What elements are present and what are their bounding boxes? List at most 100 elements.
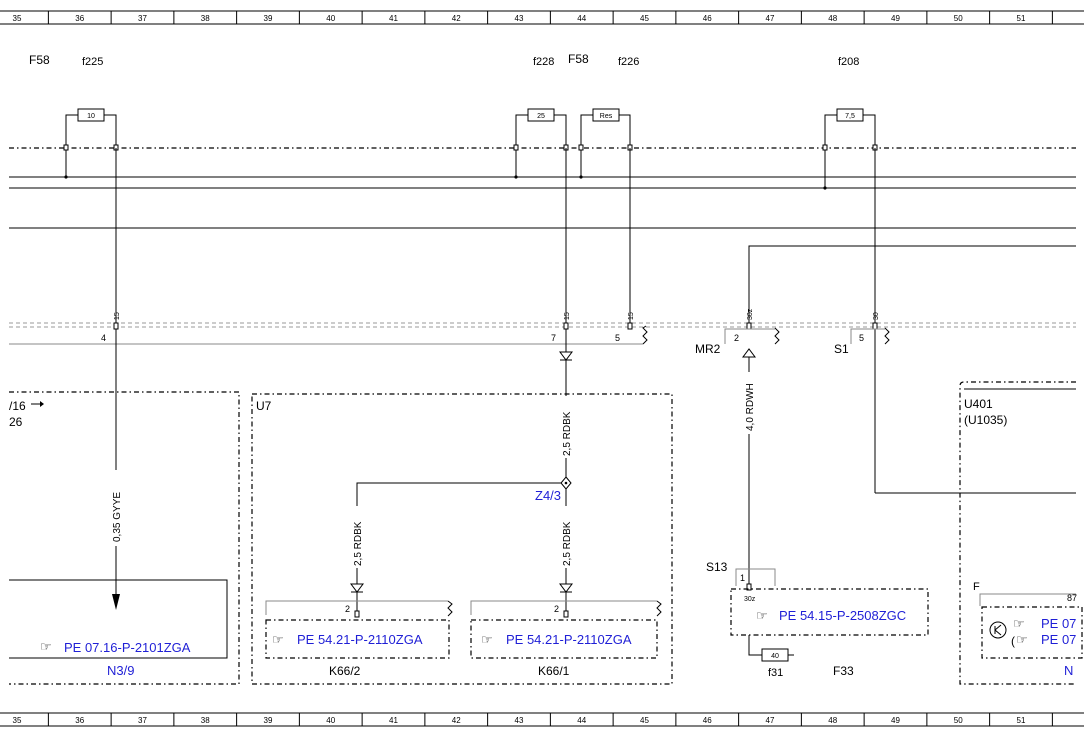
component-name-k66-2: K66/2 xyxy=(329,664,361,678)
doc-link-u401-a[interactable]: PE 07 xyxy=(1041,616,1076,631)
ruler-column-label: 50 xyxy=(954,14,963,23)
left-block-title-a: /16 xyxy=(9,399,26,413)
u401-subtitle: (U1035) xyxy=(964,413,1007,427)
transistor-icon xyxy=(989,621,1007,639)
ruler-column-label: 48 xyxy=(828,716,837,725)
doc-link-n3-9[interactable]: PE 07.16-P-2101ZGA xyxy=(64,640,191,655)
wire-label-u7-a: 2,5 RDBK xyxy=(353,521,364,566)
doc-link-s13[interactable]: PE 54.15-P-2508ZGC xyxy=(779,608,906,623)
ruler-column-label: 39 xyxy=(264,14,273,23)
ruler-column-label: 43 xyxy=(515,14,524,23)
ruler-column-label: 38 xyxy=(201,716,210,725)
pin-label-f228: 7 xyxy=(551,333,556,343)
component-k66-2[interactable]: 2 ☞ PE 54.21-P-2110ZGA K66/2 xyxy=(265,600,453,678)
ruler-column-label: 35 xyxy=(13,716,22,725)
component-s13[interactable]: S13 1 30z ☞ PE 54.15-P-2508ZGC 40 f31 F3… xyxy=(706,560,929,679)
u401-module-block[interactable]: U401 (U1035) F 87 ☞ PE 07 ( ☞ PE 07 N xyxy=(959,381,1083,685)
fuse-ref-f225: f225 xyxy=(82,56,103,68)
wire-mr2[interactable]: 30z 2 MR2 4,0 RDWH xyxy=(695,245,1076,588)
fuse-ref-f31: f31 xyxy=(768,667,783,679)
pin-label-mr2: 2 xyxy=(734,333,739,343)
module-name-n3-9: N3/9 xyxy=(107,663,134,678)
fuse-group-f33: F33 xyxy=(833,664,854,678)
ruler-column-label: 37 xyxy=(138,14,147,23)
component-name-k66-1: K66/1 xyxy=(538,664,570,678)
ruler-column-label: 37 xyxy=(138,716,147,725)
doc-link-k66-2[interactable]: PE 54.21-P-2110ZGA xyxy=(297,632,423,647)
pointing-hand-icon: ☞ xyxy=(40,639,52,654)
ruler-column-label: 49 xyxy=(891,716,900,725)
wire-f228-down[interactable]: 15 7 2,5 RDBK xyxy=(551,148,573,477)
ruler-column-label: 42 xyxy=(452,716,461,725)
fuse-rating-f228: 25 xyxy=(537,113,545,120)
pointing-hand-icon: ☞ xyxy=(272,632,284,647)
wire-f208-down[interactable]: 30 5 S1 xyxy=(834,148,1076,494)
u7-module-block[interactable]: U7 Z4/3 2,5 RDBK 2,5 RDBK xyxy=(251,393,673,685)
group-label-f58-mid: F58 xyxy=(568,52,589,66)
wire-label-mr2: 4,0 RDWH xyxy=(745,383,756,431)
pointing-hand-icon: ☞ xyxy=(756,608,768,623)
ruler-column-label: 47 xyxy=(766,716,775,725)
splice-label-z4-3: Z4/3 xyxy=(535,488,561,503)
left-block-title-b: 26 xyxy=(9,415,23,429)
pin-label-k66-2: 2 xyxy=(345,604,350,614)
ruler-column-label: 51 xyxy=(1017,14,1026,23)
u7-title: U7 xyxy=(256,399,272,413)
fuse-f225[interactable]: 10 xyxy=(63,108,119,179)
left-module-block[interactable]: /16 26 ☞ PE 07.16-P-2101ZGA N3/9 xyxy=(9,391,240,685)
ruler-column-label: 42 xyxy=(452,14,461,23)
ruler-column-label: 44 xyxy=(577,716,586,725)
fuse-f228[interactable]: 25 xyxy=(513,108,569,179)
ruler-column-label: 48 xyxy=(828,14,837,23)
fuse-rating-f226: Res xyxy=(600,113,613,120)
terminal-label-f208: 30 xyxy=(873,312,880,320)
fuse-f226[interactable]: Res xyxy=(578,108,633,179)
ruler-column-label: 51 xyxy=(1017,716,1026,725)
ruler-column-label: 35 xyxy=(13,14,22,23)
paren-glyph: ( xyxy=(1011,634,1015,648)
connector-label-mr2: MR2 xyxy=(695,342,721,356)
ruler-column-label: 45 xyxy=(640,716,649,725)
connector-label-s1: S1 xyxy=(834,342,849,356)
wire-label-f225: 0,35 GYYE xyxy=(112,492,123,542)
ruler-column-label: 46 xyxy=(703,14,712,23)
wire-f226-down[interactable]: 15 5 xyxy=(615,148,648,345)
fuse-ref-f228: f228 xyxy=(533,56,554,68)
terminal-label-mr2: 30z xyxy=(747,308,754,320)
pointing-hand-icon: ☞ xyxy=(481,632,493,647)
fuse-rating-f208: 7,5 xyxy=(845,113,855,120)
ruler-column-label: 39 xyxy=(264,716,273,725)
ruler-column-label: 44 xyxy=(577,14,586,23)
fuse-rating-f225: 10 xyxy=(87,113,95,120)
ruler-column-label: 36 xyxy=(75,14,84,23)
connector-label-s13: S13 xyxy=(706,560,728,574)
terminal-label-f226: 15 xyxy=(628,312,635,320)
ruler-column-label: 40 xyxy=(326,716,335,725)
pointing-hand-icon: ☞ xyxy=(1016,632,1028,647)
fuse-box-rail xyxy=(9,147,1076,229)
fuse-f208[interactable]: 7,5 xyxy=(822,108,878,190)
ruler-column-label: 41 xyxy=(389,14,398,23)
ruler-column-label: 38 xyxy=(201,14,210,23)
pin-label-k66-1: 2 xyxy=(554,604,559,614)
fuse-ref-f208: f208 xyxy=(838,56,859,68)
ruler-column-label: 40 xyxy=(326,14,335,23)
doc-link-u401-b[interactable]: PE 07 xyxy=(1041,632,1076,647)
ruler-column-label: 47 xyxy=(766,14,775,23)
doc-link-k66-1[interactable]: PE 54.21-P-2110ZGA xyxy=(506,632,632,647)
u401-connector-label: F xyxy=(973,581,980,593)
wire-f225-down[interactable]: 15 4 0,35 GYYE xyxy=(101,148,123,610)
ruler-column-label: 43 xyxy=(515,716,524,725)
ruler-column-label: 49 xyxy=(891,14,900,23)
pin-label-s13: 1 xyxy=(740,573,745,583)
pointing-hand-icon: ☞ xyxy=(1013,616,1025,631)
wire-label-f228: 2,5 RDBK xyxy=(562,411,573,456)
fuse-rating-f31: 40 xyxy=(771,653,779,660)
ruler-column-label: 46 xyxy=(703,716,712,725)
pin-label-f226: 5 xyxy=(615,333,620,343)
wire-label-u7-b: 2,5 RDBK xyxy=(562,521,573,566)
component-k66-1[interactable]: 2 ☞ PE 54.21-P-2110ZGA K66/1 xyxy=(470,600,662,678)
ruler-column-label: 41 xyxy=(389,716,398,725)
